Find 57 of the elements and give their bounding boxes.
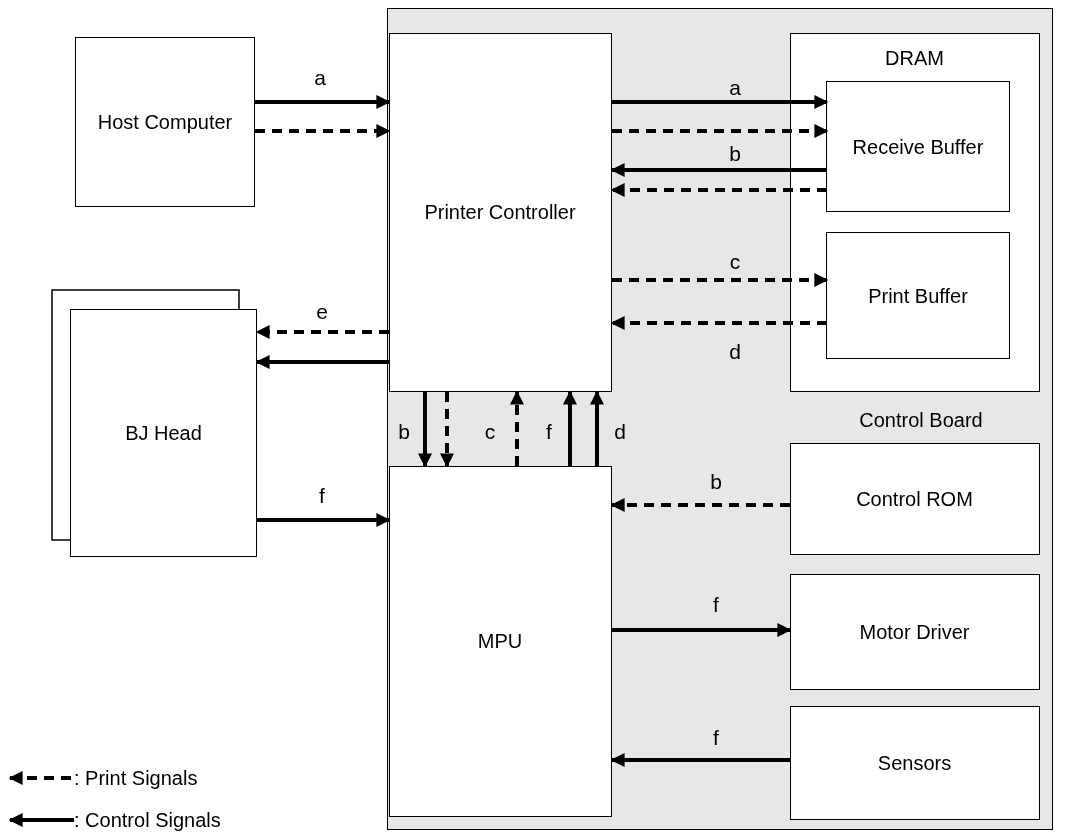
edge-label: c	[484, 421, 496, 443]
block-label: Sensors	[877, 750, 952, 775]
dashed-arrow	[510, 390, 524, 466]
arrow	[612, 95, 829, 109]
dashed-arrow	[255, 124, 391, 138]
arrow	[590, 390, 604, 466]
block-label: Print Buffer	[868, 283, 968, 308]
block-box	[388, 32, 612, 392]
edge-label: d	[614, 421, 626, 443]
legend-text: : Print Signals	[74, 767, 198, 789]
dashed-arrow	[610, 498, 790, 512]
board-panel	[387, 8, 1053, 830]
block-box	[789, 705, 1040, 820]
arrow	[418, 392, 432, 468]
dashed-arrow	[610, 183, 827, 197]
arrow	[563, 390, 577, 466]
edge-label: a	[729, 77, 741, 99]
edge-label: a	[314, 67, 326, 89]
edge-label: f	[319, 485, 325, 507]
block-label: DRAM	[885, 45, 944, 70]
block-box	[75, 37, 255, 207]
arrow	[610, 753, 790, 767]
dashed-arrow	[255, 325, 389, 339]
memory-block	[789, 32, 1040, 392]
block-box	[789, 442, 1040, 555]
block-label: MPU	[477, 629, 523, 653]
block-label: Printer Controller	[424, 200, 576, 224]
edge-label: f	[546, 421, 552, 443]
arrow	[255, 95, 391, 109]
edge-label: b	[398, 421, 410, 443]
block-label: Control ROM	[856, 486, 973, 511]
dashed-arrow	[612, 273, 829, 287]
edge-label: b	[729, 143, 741, 165]
edge-label: e	[316, 301, 328, 323]
edge-label: d	[729, 341, 741, 363]
panel-title: Control Board	[858, 408, 984, 432]
dashed-arrow	[610, 316, 827, 330]
arrow	[255, 355, 389, 369]
edge-label: f	[713, 727, 719, 749]
block-box	[789, 573, 1040, 690]
block-label: Motor Driver	[859, 619, 970, 644]
block-box	[388, 465, 612, 817]
block-box	[70, 309, 257, 557]
block-box	[826, 232, 1010, 359]
edge-label: f	[713, 594, 719, 616]
arrow	[612, 623, 792, 637]
block-box	[826, 81, 1010, 212]
block-label: BJ Head	[125, 421, 202, 445]
edge-label: b	[710, 471, 722, 493]
dashed-arrow	[440, 392, 454, 468]
edge-label: c	[729, 251, 741, 273]
block-label: Receive Buffer	[852, 134, 984, 159]
arrow	[257, 513, 391, 527]
dashed-arrow	[612, 124, 829, 138]
legend-text: : Control Signals	[74, 809, 221, 831]
arrow	[610, 163, 827, 177]
block-label: Host Computer	[97, 110, 233, 134]
